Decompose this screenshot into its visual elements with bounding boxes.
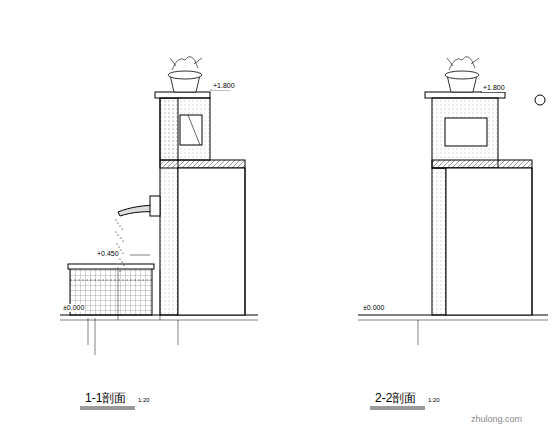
water-drop — [115, 231, 116, 232]
water-drops — [115, 219, 124, 271]
watermark: zhulong.com — [470, 415, 523, 425]
flower-pots — [168, 71, 479, 92]
section-title: 2-2剖面 — [374, 392, 417, 405]
right-section — [358, 92, 548, 345]
water-drop — [119, 270, 120, 271]
title-underlines — [80, 407, 425, 409]
water-drop — [117, 234, 118, 235]
water-drop — [122, 252, 123, 253]
elevation-mark: +0.450 — [96, 250, 120, 258]
plants — [170, 56, 479, 70]
scale-note: 1:20 — [427, 397, 441, 404]
elevation-mark: ±0.000 — [362, 304, 385, 312]
section-title: 1-1剖面 — [84, 392, 127, 405]
left-section — [60, 92, 258, 345]
water-drop — [117, 222, 118, 223]
elevation-mark: ±0.000 — [62, 304, 85, 312]
water-drop — [115, 219, 116, 220]
water-drop — [119, 258, 120, 259]
water-drop — [121, 261, 122, 262]
water-drop — [123, 264, 124, 265]
scale-note: 1:20 — [137, 397, 151, 404]
water-drop — [122, 240, 123, 241]
water-drop — [120, 237, 121, 238]
leader-lines — [88, 90, 505, 355]
water-drop — [117, 267, 118, 268]
water-drop — [116, 243, 117, 244]
water-drop — [118, 246, 119, 247]
water-drop — [119, 225, 120, 226]
water-drop — [120, 249, 121, 250]
elevation-mark: +1.800 — [482, 84, 506, 92]
elevation-mark: +1.800 — [212, 82, 236, 90]
water-drop — [121, 228, 122, 229]
